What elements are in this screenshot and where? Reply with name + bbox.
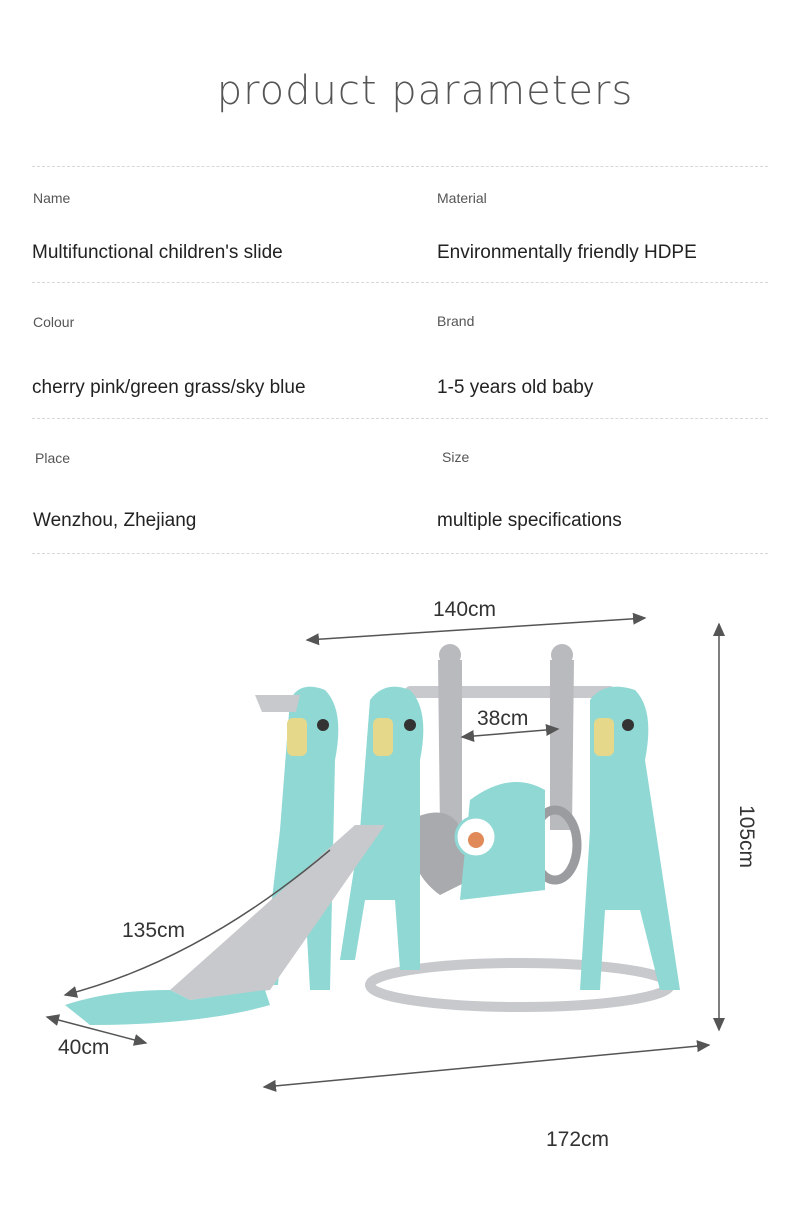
param-value-name: Multifunctional children's slide [32,242,283,263]
param-value-place: Wenzhou, Zhejiang [33,510,197,531]
swing-frame [405,644,615,900]
dim-label-seat-width: 38cm [477,707,528,730]
dim-label-slide-width: 40cm [58,1036,109,1059]
basketball-hoop [255,695,300,712]
param-label-brand: Brand [437,313,475,329]
param-label-place: Place [35,450,71,466]
page-title: product parameters [216,68,634,114]
dim-label-slide-length: 135cm [122,919,185,942]
dimension-arrow-seat [460,724,560,742]
param-label-material: Material [437,190,487,206]
divider [32,166,768,167]
dim-label-swing-width: 140cm [433,598,496,621]
divider [32,418,768,419]
param-value-colour: cherry pink/green grass/sky blue [32,377,306,398]
param-value-material: Environmentally friendly HDPE [437,242,697,263]
dimension-arrow-length [262,1040,711,1092]
dimension-arrow-width [305,612,647,646]
param-label-size: Size [442,449,470,465]
dim-label-total-length: 172cm [546,1128,609,1151]
param-label-name: Name [33,190,71,206]
dim-label-height: 105cm [735,805,758,868]
param-value-size: multiple specifications [437,510,622,531]
param-value-brand: 1-5 years old baby [437,377,594,398]
param-label-colour: Colour [33,314,75,330]
dimension-arrow-slide-width [45,1014,148,1046]
dimension-arrow-slide-length [63,849,331,998]
product-illustration: 140cm 38cm 105cm 135cm 40cm 172cm [45,598,758,1151]
divider [32,282,768,283]
giraffe-post [580,686,680,990]
divider [32,553,768,554]
slide [65,825,385,1025]
